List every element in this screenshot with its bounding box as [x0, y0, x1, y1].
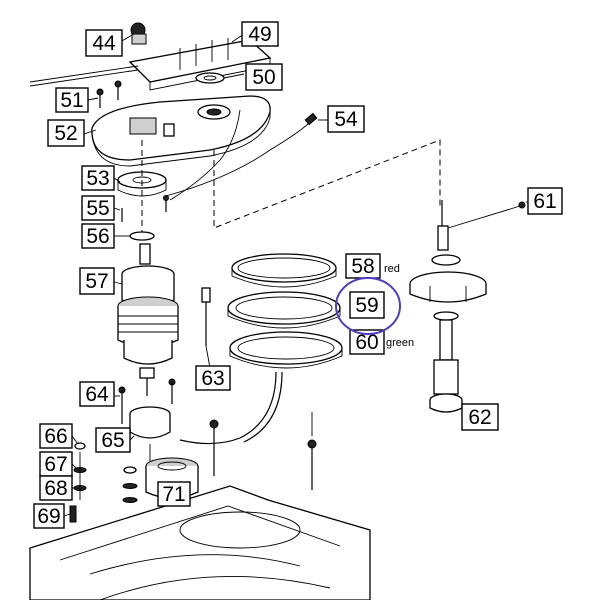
label-62: 62 [461, 403, 499, 431]
label-text-65: 65 [101, 429, 124, 452]
label-box-54 [327, 105, 365, 133]
label-54: 54 [327, 105, 365, 133]
label-text-53: 53 [86, 167, 109, 190]
label-61: 61 [527, 187, 563, 215]
connector-63 [201, 287, 211, 346]
label-box-63 [195, 365, 231, 391]
label-box-69 [33, 503, 65, 529]
label-55: 55 [81, 195, 115, 221]
center-washers [122, 466, 138, 503]
label-text-50: 50 [252, 66, 275, 89]
label-box-50 [245, 63, 283, 91]
label-50: 50 [245, 63, 283, 91]
label-box-56 [81, 223, 115, 249]
label-box-57 [79, 267, 115, 295]
label-text-55: 55 [86, 197, 109, 220]
label-69: 69 [33, 503, 65, 529]
wire-54 [165, 112, 318, 197]
label-box-61 [527, 187, 563, 215]
label-box-68 [39, 475, 73, 501]
parts-66-69 [69, 442, 87, 523]
label-text-57: 57 [85, 270, 108, 293]
note-red: red [384, 263, 400, 275]
bearing-53 [117, 140, 167, 236]
label-66: 66 [39, 423, 73, 449]
label-51: 51 [55, 87, 89, 113]
label-57: 57 [79, 267, 115, 295]
dashed-guide-lines [213, 139, 441, 229]
label-44: 44 [85, 29, 123, 57]
label-text-63: 63 [201, 367, 224, 390]
label-text-44: 44 [92, 32, 116, 55]
label-text-60: 60 [355, 331, 378, 354]
label-text-64: 64 [85, 383, 109, 406]
label-65: 65 [95, 427, 131, 453]
label-text-69: 69 [37, 505, 60, 528]
label-box-59 [349, 291, 385, 319]
label-text-52: 52 [54, 122, 77, 145]
shaft-assembly [409, 200, 526, 413]
ring-cable [179, 371, 283, 445]
label-text-67: 67 [44, 453, 67, 476]
screws-51 [96, 80, 122, 108]
label-box-66 [39, 423, 73, 449]
label-text-62: 62 [468, 406, 491, 429]
label-56: 56 [81, 223, 115, 249]
label-text-61: 61 [533, 190, 556, 213]
top-panel-assembly [29, 22, 272, 91]
label-text-66: 66 [44, 425, 67, 448]
label-box-49 [241, 21, 279, 47]
part-labels: 44 49 50 51 52 53 54 55 56 57 58 59 60 61 62 63 64 65 66 67… [33, 21, 563, 529]
label-68: 68 [39, 475, 73, 501]
label-text-59: 59 [355, 294, 378, 317]
label-49: 49 [241, 21, 279, 47]
washer-50 [195, 72, 225, 84]
label-box-58 [345, 253, 381, 279]
label-box-65 [95, 427, 131, 453]
base-plate-52 [91, 95, 271, 201]
bracket-65 [129, 406, 171, 470]
label-box-62 [461, 403, 499, 431]
motor-57 [117, 243, 179, 396]
label-52: 52 [47, 119, 85, 147]
note-green: green [386, 337, 414, 349]
label-58: 58 [345, 253, 381, 279]
screw-64 [118, 386, 126, 424]
label-box-55 [81, 195, 115, 221]
base-housing [29, 485, 371, 600]
label-box-44 [85, 29, 123, 57]
label-53: 53 [81, 165, 115, 191]
rings-58-59-60 [227, 253, 343, 369]
label-text-49: 49 [248, 23, 271, 46]
label-71: 71 [157, 481, 191, 507]
highlight-circle [335, 277, 401, 335]
label-64: 64 [79, 381, 115, 407]
label-67: 67 [39, 451, 73, 477]
label-text-56: 56 [86, 225, 109, 248]
label-text-54: 54 [334, 108, 358, 131]
label-box-52 [47, 119, 85, 147]
label-text-71: 71 [162, 483, 185, 506]
label-text-51: 51 [60, 89, 83, 112]
label-59: 59 [349, 291, 385, 319]
long-screws [209, 412, 317, 490]
small-screw [168, 378, 176, 404]
label-box-71 [157, 481, 191, 507]
ring-56 [129, 231, 155, 241]
label-box-51 [55, 87, 89, 113]
label-text-58: 58 [351, 255, 374, 278]
label-box-53 [81, 165, 115, 191]
label-63: 63 [195, 365, 231, 391]
label-text-68: 68 [44, 477, 67, 500]
pin-55 [121, 195, 169, 222]
label-box-64 [79, 381, 115, 407]
label-box-67 [39, 451, 73, 477]
